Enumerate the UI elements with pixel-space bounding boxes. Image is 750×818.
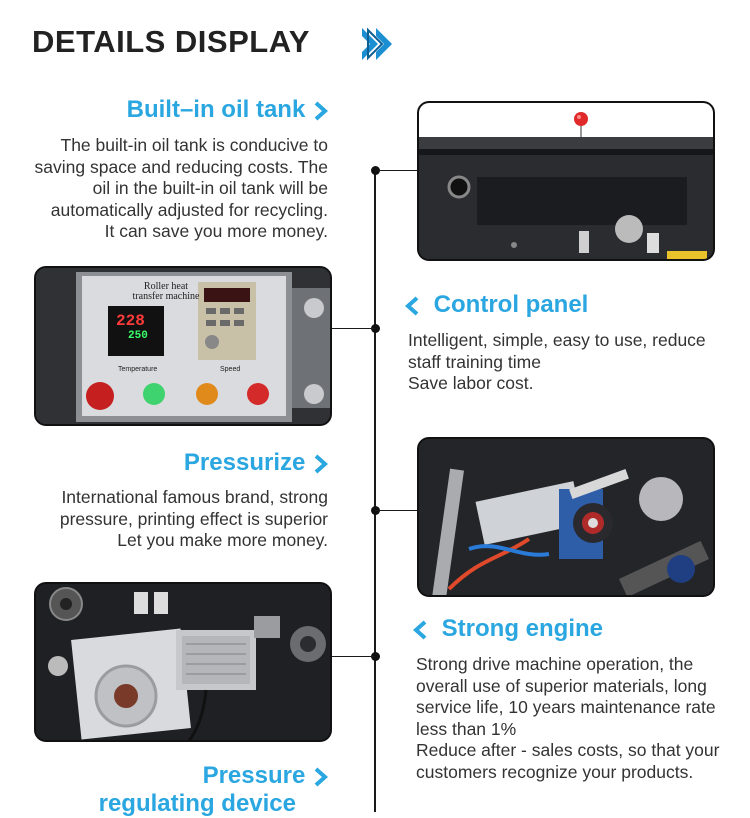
chevron-left-icon (404, 296, 419, 316)
panel-label-line: Roller heat (143, 281, 189, 292)
desc-line: It can save you more money. (104, 221, 328, 241)
engine-illustration (36, 584, 330, 740)
desc-line: Strong drive machine operation, the (416, 654, 694, 674)
connector-line (375, 510, 418, 511)
desc-line: Reduce after - sales costs, so that your (416, 740, 720, 760)
connector-line (375, 170, 418, 171)
section-heading-pressurize: Pressurize (40, 449, 330, 477)
panel-label: Roller heat transfer machine (124, 282, 208, 302)
desc-line: Intelligent, simple, easy to use, reduce (408, 330, 706, 350)
heading-text: Pressure (202, 762, 306, 789)
pressurize-photo (417, 437, 715, 597)
oil-tank-photo (417, 101, 715, 261)
timeline-dot (371, 652, 380, 661)
speed-label: Speed (220, 366, 241, 373)
desc-line: oil in the built-in oil tank will be (92, 178, 328, 198)
heading-text: Pressurize (183, 449, 306, 476)
timeline-line (374, 168, 376, 812)
section-desc-pressurize: International famous brand, strong press… (0, 487, 328, 552)
connector-line (330, 656, 375, 657)
double-chevron-right-icon (362, 27, 392, 61)
heading-text: Built–in oil tank (126, 96, 306, 123)
section-heading-pressure-regulating: Pressure regulating device (40, 762, 330, 818)
section-heading-control-panel: Control panel (403, 291, 588, 319)
desc-line: overall use of superior materials, long (416, 675, 707, 696)
desc-line: customers recognize your products. (416, 761, 694, 782)
desc-line: pressure, printing effect is superior (59, 508, 328, 529)
desc-line: International famous brand, strong (61, 487, 328, 507)
control-panel-illustration (36, 268, 330, 424)
page-title: DETAILS DISPLAY (32, 24, 310, 59)
timeline-dot (371, 324, 380, 333)
desc-line: service life, 10 years maintenance rate (416, 697, 716, 717)
chevron-left-icon (412, 620, 427, 640)
desc-line: saving space and reducing costs. The (34, 156, 328, 177)
connector-line (330, 328, 375, 329)
desc-line: The built-in oil tank is conducive to (60, 135, 329, 155)
pressurize-illustration (419, 439, 713, 595)
chevron-right-icon (314, 454, 329, 474)
chevron-right-icon (314, 767, 329, 787)
temperature-label: Temperature (118, 366, 158, 373)
engine-photo (34, 582, 332, 742)
section-heading-oil-tank: Built–in oil tank (40, 96, 330, 124)
heading-text: regulating device (98, 790, 296, 817)
heading-text: Strong engine (441, 615, 604, 642)
section-desc-control-panel: Intelligent, simple, easy to use, reduce… (408, 330, 738, 395)
section-desc-oil-tank: The built-in oil tank is conducive to sa… (0, 135, 328, 243)
control-panel-photo: Roller heat transfer machine 228 250 Tem… (34, 266, 332, 426)
desc-line: Let you make more money. (117, 530, 328, 550)
panel-label-line: transfer machine (132, 291, 200, 302)
temperature-display: 228 (116, 312, 145, 330)
chevron-right-icon (314, 101, 329, 121)
desc-line: less than 1% (416, 718, 517, 739)
heading-text: Control panel (433, 291, 589, 318)
desc-line: Save labor cost. (408, 373, 534, 393)
desc-line: automatically adjusted for recycling. (50, 199, 328, 220)
temperature-setpoint: 250 (128, 330, 148, 342)
section-desc-strong-engine: Strong drive machine operation, the over… (416, 654, 746, 783)
section-heading-strong-engine: Strong engine (411, 615, 603, 643)
oil-tank-illustration (419, 103, 713, 259)
desc-line: staff training time (408, 351, 541, 372)
